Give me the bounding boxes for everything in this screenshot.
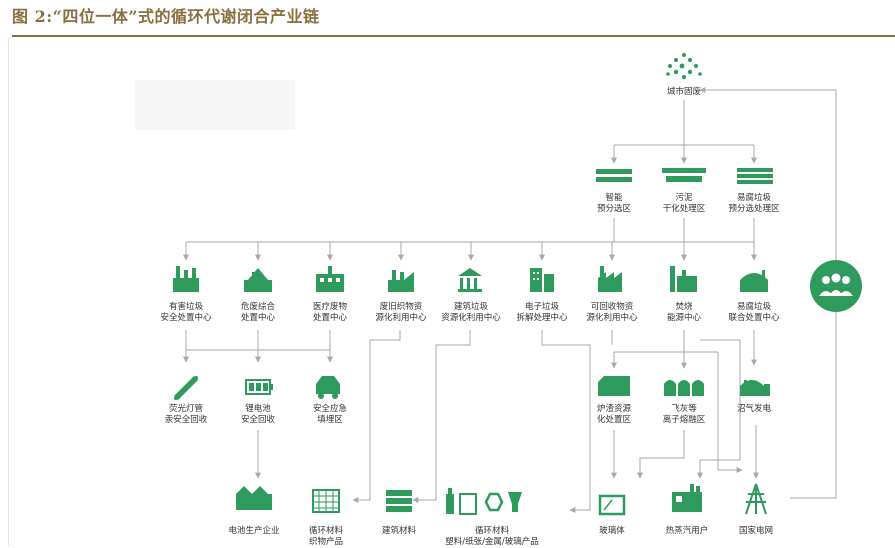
recycled-textile-icon	[312, 489, 340, 513]
label-lithium: 锂电池安全回收	[240, 404, 276, 425]
fly-ash-icon	[664, 380, 704, 396]
label-perishable-sorting: 易腐垃圾预分选处理区	[728, 193, 780, 214]
label-fly-ash: 飞灰等离子熔融区	[662, 404, 706, 425]
biogas-icon	[740, 380, 770, 396]
label-recycled-textile: 循环材料织物产品	[308, 526, 344, 547]
faint-watermark	[135, 80, 295, 130]
recycled-materials-icon	[446, 488, 522, 515]
incineration-icon	[670, 266, 697, 292]
label-perishable-joint: 易腐垃圾联合处置中心	[728, 302, 780, 323]
label-grid: 国家电网	[738, 526, 774, 536]
label-textile: 废旧织物资源化利用中心	[375, 302, 427, 323]
label-incineration: 焚烧能源中心	[666, 302, 702, 323]
perishable-sorting-icon	[737, 168, 773, 184]
steam-users-icon	[672, 484, 702, 512]
label-glass: 玻璃体	[599, 526, 625, 536]
label-slag: 炉渣资源化处置区	[596, 404, 632, 425]
left-border	[8, 37, 9, 547]
label-ewaste: 电子垃圾拆解处理中心	[516, 302, 568, 323]
lithium-icon	[245, 379, 273, 395]
building-materials-icon	[386, 490, 412, 512]
title-divider	[12, 35, 895, 37]
label-hazardous: 有害垃圾安全处置中心	[160, 302, 212, 323]
medical-icon	[316, 266, 344, 292]
label-construction: 建筑垃圾资源化利用中心	[441, 302, 501, 323]
landfill-icon	[316, 376, 340, 399]
label-steam-users: 热蒸汽用户	[665, 526, 709, 536]
recyclables-icon	[598, 266, 622, 292]
label-building-materials: 建筑材料	[381, 526, 417, 536]
label-recycled-materials: 循环材料塑料/纸张/金属/玻璃产品	[445, 526, 539, 547]
label-hazwaste: 危废综合处置中心	[240, 302, 276, 323]
figure-title: 图 2:“四位一体”式的循环代谢闭合产业链	[12, 7, 320, 26]
label-urban-waste: 城市固废	[666, 87, 702, 97]
ewaste-icon	[530, 268, 554, 292]
hazardous-icon	[173, 266, 199, 292]
smart-sorting-icon	[596, 169, 632, 182]
label-fluorescent: 荧光灯管汞安全回收	[164, 404, 208, 425]
textile-icon	[388, 270, 414, 292]
grid-icon	[745, 483, 767, 515]
community-icon	[810, 260, 862, 312]
fluorescent-icon	[174, 376, 198, 400]
sludge-icon	[662, 168, 706, 182]
connector-lines	[183, 87, 837, 513]
urban-waste-icon	[666, 53, 702, 79]
perishable-joint-icon	[740, 270, 768, 292]
hazwaste-icon	[244, 268, 272, 292]
construction-icon	[458, 268, 482, 292]
label-sludge: 污泥干化处理区	[662, 193, 706, 214]
label-medical: 医疗废物处置中心	[312, 302, 348, 323]
label-smart-sorting: 智能预分选区	[596, 193, 632, 214]
label-recyclables: 可回收物资源化利用中心	[586, 302, 638, 323]
label-battery-maker: 电池生产企业	[228, 526, 280, 536]
label-landfill: 安全应急填埋区	[312, 404, 348, 425]
glass-icon	[598, 494, 626, 516]
battery-maker-icon	[236, 486, 272, 510]
label-biogas: 沼气发电	[736, 404, 772, 414]
slag-icon	[598, 376, 630, 396]
